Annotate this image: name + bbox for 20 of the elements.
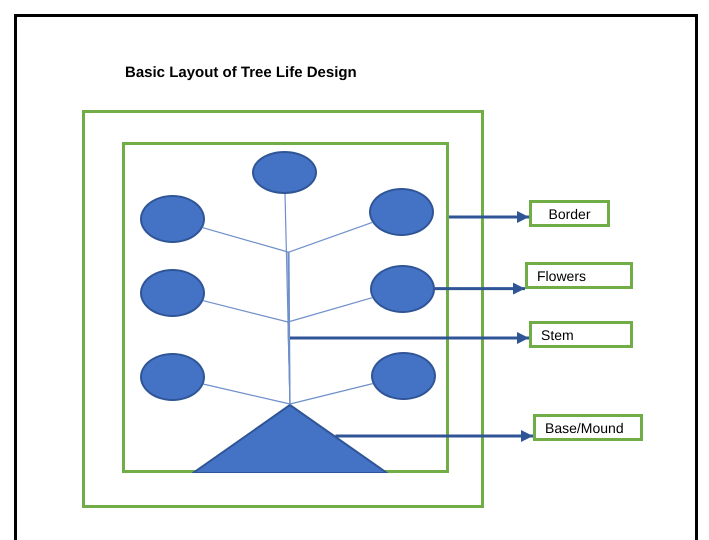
diagram-title: Basic Layout of Tree Life Design bbox=[125, 64, 357, 81]
leader-arrow bbox=[435, 282, 525, 295]
branch-line bbox=[290, 383, 373, 405]
leader-arrow bbox=[335, 430, 533, 442]
leader-arrow bbox=[290, 332, 529, 344]
leader-arrow bbox=[449, 211, 529, 223]
part-label: Stem bbox=[541, 326, 574, 342]
mound-triangle bbox=[192, 404, 388, 473]
branch-line bbox=[287, 297, 372, 404]
flower-ellipse bbox=[369, 188, 434, 236]
label-box bbox=[533, 414, 643, 441]
label-box bbox=[529, 321, 633, 348]
label-box bbox=[525, 262, 633, 289]
part-label: Border bbox=[548, 206, 591, 222]
part-label: Base/Mound bbox=[545, 420, 624, 436]
label-box bbox=[529, 200, 610, 227]
outer-frame bbox=[82, 110, 484, 508]
part-label: Flowers bbox=[537, 268, 586, 284]
branch-line bbox=[203, 384, 290, 405]
inner-frame bbox=[122, 142, 449, 473]
